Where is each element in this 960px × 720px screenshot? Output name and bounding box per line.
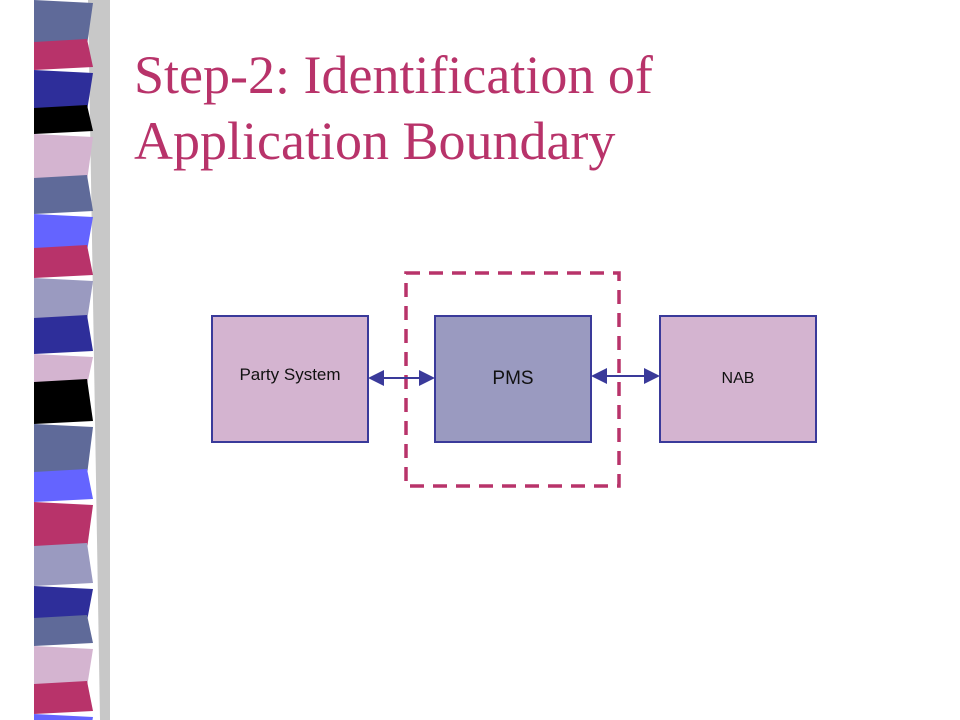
nab-box: NAB [659,315,817,443]
title-line-1: Step-2: Identification of [134,45,653,105]
strip-block [34,0,93,45]
strip-block [34,105,93,134]
pms-box: PMS [434,315,592,443]
strip-block [34,315,93,354]
strip-block [34,39,93,70]
title-line-2: Application Boundary [134,111,616,171]
decorative-side-strip [34,0,110,720]
strip-block [34,714,93,720]
strip-block [34,70,93,111]
strip-block [34,214,93,251]
strip-block [34,586,93,621]
strip-block [34,502,93,549]
strip-block [34,175,93,214]
strip-block [34,424,93,475]
pms-label: PMS [492,368,534,389]
strip-block [34,469,93,502]
strip-block [34,681,93,714]
party-system-label: Party System [239,365,341,384]
strip-block [34,354,93,385]
strip-block [34,278,93,321]
strip-block [34,646,93,687]
strip-block [34,615,93,646]
strip-block [34,134,93,181]
strip-block [34,245,93,278]
nab-label: NAB [721,370,755,387]
strip-block [34,379,93,424]
slide-title: Step-2: Identification of Application Bo… [134,42,914,174]
strip-block [34,543,93,586]
party-system-box: Party System [211,315,369,443]
